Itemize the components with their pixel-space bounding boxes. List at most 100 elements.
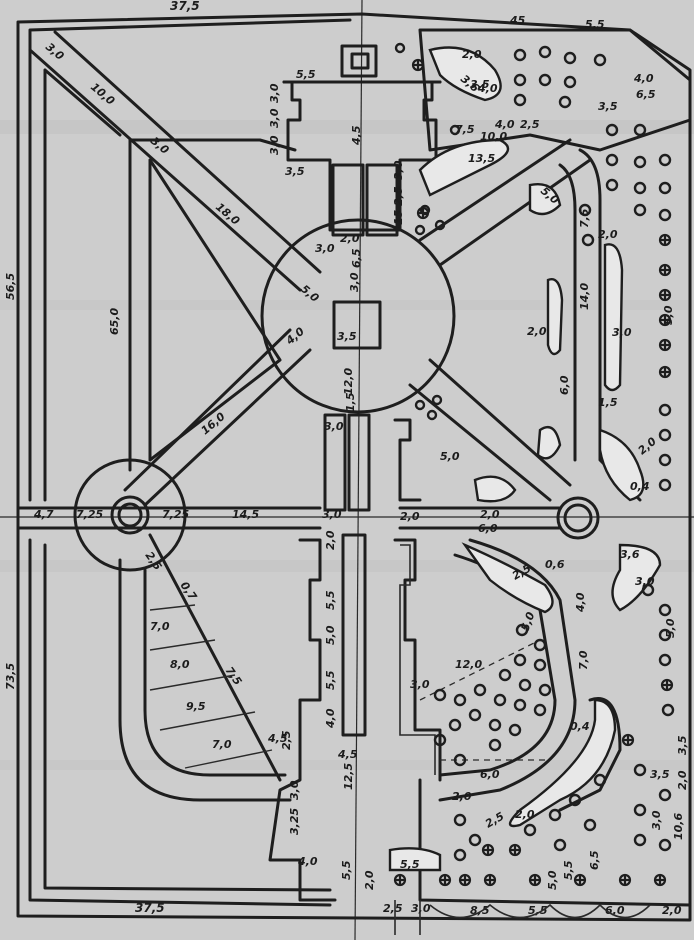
label-e-30: 3,0 bbox=[612, 326, 632, 339]
label-ne-135: 13,5 bbox=[468, 152, 495, 165]
north-pavilion bbox=[282, 44, 442, 232]
label-mid-55-d: 5,5 bbox=[400, 858, 420, 871]
label-axis-20: 2,0 bbox=[340, 232, 360, 245]
west-roundabout bbox=[73, 458, 187, 572]
outer-boundary bbox=[16, 12, 692, 922]
label-mid-45: 4,5 bbox=[337, 748, 358, 761]
label-left-overall-735: 73,5 bbox=[4, 663, 17, 690]
label-se-120: 12,0 bbox=[455, 658, 482, 671]
label-top-45: 45 bbox=[509, 14, 526, 27]
label-se-50-b: 5,0 bbox=[519, 610, 538, 633]
east-curved-path-inner bbox=[558, 163, 577, 462]
label-se-60: 6,0 bbox=[480, 768, 500, 781]
label-mid-125: 12,5 bbox=[342, 763, 355, 790]
se-lower-curve bbox=[558, 697, 622, 812]
label-sw-95: 9,5 bbox=[186, 700, 206, 713]
label-bot-overall: 37,5 bbox=[135, 901, 165, 915]
main-cross-path bbox=[16, 506, 562, 530]
label-cross-30: 3,0 bbox=[322, 508, 342, 521]
label-se-50: 5,0 bbox=[664, 618, 677, 638]
label-e-50-c: 5,0 bbox=[440, 450, 460, 463]
label-mid-50: 5,0 bbox=[324, 625, 337, 645]
label-e-20-b: 2,0 bbox=[527, 325, 547, 338]
label-sw-70-b: 7,0 bbox=[212, 738, 232, 751]
bottom-entrance bbox=[394, 900, 421, 935]
nw-inner-path bbox=[128, 138, 297, 472]
label-se-35: 3,5 bbox=[650, 768, 670, 781]
label-top-30-a: 3,0 bbox=[268, 83, 281, 103]
label-e-75: 7,5 bbox=[578, 208, 591, 228]
label-e-04: 0,4 bbox=[630, 480, 650, 493]
outer-boundary-inner bbox=[28, 18, 352, 502]
label-bot-55: 5,5 bbox=[528, 904, 548, 917]
label-ne-35-b: 3,5 bbox=[598, 100, 618, 113]
label-top-30-c: 3,0 bbox=[268, 135, 281, 155]
label-top-55: 5,5 bbox=[585, 18, 605, 31]
label-cross-145: 14,5 bbox=[232, 508, 259, 521]
label-axis-30-b: 3,0 bbox=[315, 242, 335, 255]
label-e-15: 1,5 bbox=[598, 396, 618, 409]
label-top-30-b: 3,0 bbox=[268, 108, 281, 128]
label-se-20: 2,0 bbox=[676, 770, 689, 790]
stepped-wall-left bbox=[268, 538, 337, 902]
trees bbox=[394, 42, 675, 862]
label-mid-30: 3,0 bbox=[288, 780, 301, 800]
label-e-20: 2,0 bbox=[598, 228, 618, 241]
stepped-wall-upper bbox=[393, 418, 422, 502]
label-bot-55-b: 5,5 bbox=[562, 860, 575, 880]
label-top-45-b: 4,5 bbox=[350, 125, 363, 146]
label-se-70: 7,0 bbox=[577, 650, 590, 670]
label-se-06: 0,6 bbox=[545, 558, 565, 571]
label-cross-725-r: 7,25 bbox=[162, 508, 189, 521]
east-fountain-outer bbox=[556, 496, 600, 540]
label-bot-20: 2,0 bbox=[363, 870, 376, 890]
label-ne-40: 4,0 bbox=[494, 118, 515, 131]
label-e-140: 14,0 bbox=[578, 283, 591, 310]
label-bot-30: 3,0 bbox=[411, 902, 431, 915]
label-mid-55-c: 5,5 bbox=[340, 860, 353, 880]
label-mid-55-b: 5,5 bbox=[324, 670, 337, 690]
label-se-30-c: 3,0 bbox=[650, 810, 663, 830]
sw-outer-path bbox=[28, 538, 332, 907]
central-plaza-circle bbox=[260, 218, 456, 414]
label-e-50-b: 5,0 bbox=[662, 305, 675, 325]
east-curved-path bbox=[578, 148, 642, 502]
label-top-overall: 37,5 bbox=[170, 0, 200, 13]
nw-lawn-triangle bbox=[148, 158, 282, 462]
label-axis-30-d: 3,0 bbox=[324, 420, 344, 433]
label-sw-70: 7,0 bbox=[150, 620, 170, 633]
sw-curved-path-outer bbox=[118, 558, 292, 802]
label-se-106: 10,6 bbox=[672, 813, 685, 840]
sw-hatched-lawn bbox=[149, 604, 273, 769]
label-top-55-b: 5,5 bbox=[296, 68, 316, 81]
label-se-30-b: 3,0 bbox=[410, 678, 430, 691]
label-mid-40: 4,0 bbox=[324, 708, 337, 729]
stepped-wall-right-inner bbox=[399, 544, 436, 775]
diagonal-path-ne bbox=[418, 138, 592, 267]
label-sw-45: 4,5 bbox=[267, 732, 288, 745]
ne-plot bbox=[418, 28, 692, 152]
label-axis-15-25: 15 2,5 bbox=[392, 186, 405, 225]
label-cross-20: 2,0 bbox=[400, 510, 420, 523]
mid-bed-right-top bbox=[347, 413, 371, 512]
label-axis-30: 3,0 bbox=[392, 160, 405, 180]
label-ne-25: 2,5 bbox=[520, 118, 540, 131]
sw-curved-path-inner bbox=[143, 568, 287, 777]
label-axis-30-c: 3,0 bbox=[348, 272, 361, 292]
nw-outer-path bbox=[43, 68, 122, 502]
label-sw-80: 8,0 bbox=[170, 658, 190, 671]
label-mid-25: 2,5 bbox=[280, 730, 293, 750]
sw-diagonal-boundary bbox=[148, 533, 282, 782]
north-bed-2 bbox=[365, 163, 399, 237]
conifer-trees bbox=[393, 58, 674, 887]
label-ne-75: 7,5 bbox=[455, 123, 475, 136]
central-monument bbox=[332, 300, 382, 350]
label-cross-60: 6,0 bbox=[478, 522, 498, 535]
label-mid-55: 5,5 bbox=[324, 590, 337, 610]
label-ne-35: 3,5 bbox=[470, 78, 490, 91]
bottom-scallop-edge bbox=[429, 903, 651, 919]
label-se-36: 3,6 bbox=[620, 548, 640, 561]
label-mid-325: 3,25 bbox=[288, 808, 301, 835]
label-top-35: 3,5 bbox=[285, 165, 305, 178]
